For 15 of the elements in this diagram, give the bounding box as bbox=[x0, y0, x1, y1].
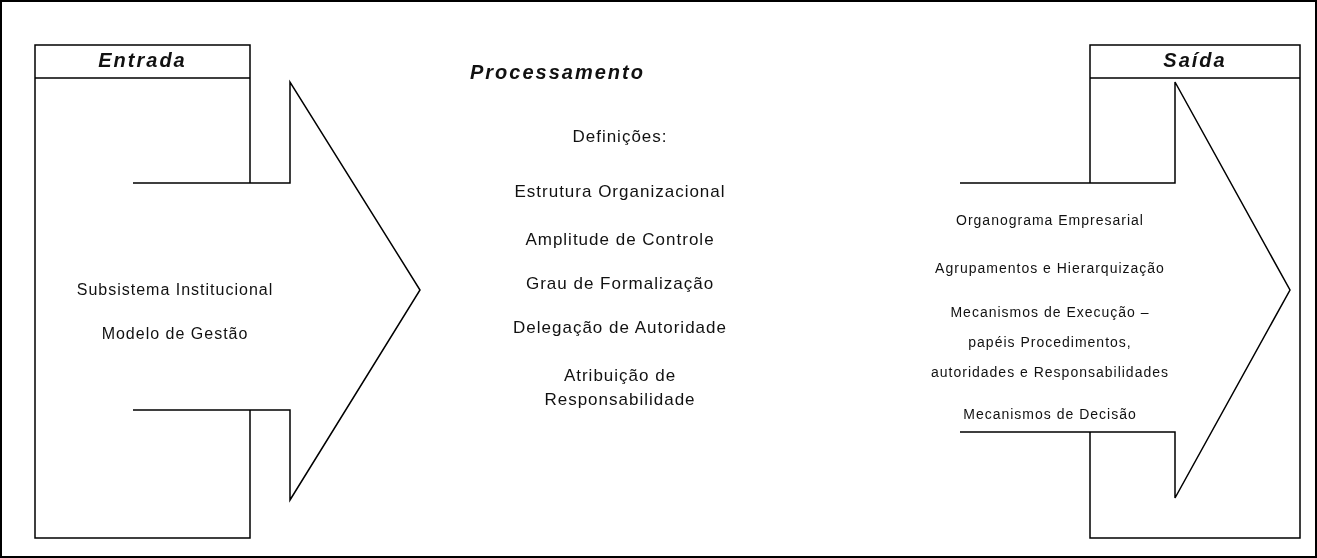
definition-text: Definições: bbox=[571, 126, 669, 148]
panel-heading: Entrada bbox=[97, 49, 188, 72]
definition-text: Grau de Formalização bbox=[524, 273, 716, 295]
item-text: Mecanismos de Execução – papéis Procedimentos, autoridades e Responsabilidades bbox=[929, 303, 1170, 382]
column-heading: Processamento bbox=[470, 60, 646, 84]
definition-text: Estrutura Organizacional bbox=[513, 181, 727, 203]
item-text: Organograma Empresarial bbox=[955, 211, 1145, 230]
definition-text: Delegação de Autoridade bbox=[512, 317, 728, 339]
definition-text: Amplitude de Controle bbox=[524, 229, 716, 251]
item-text: Modelo de Gestão bbox=[100, 324, 250, 344]
panel-heading: Saída bbox=[1162, 49, 1228, 72]
item-text: Mecanismos de Decisão bbox=[962, 405, 1138, 424]
definition-text: Atribuição de Responsabilidade bbox=[543, 365, 697, 411]
item-text: Agrupamentos e Hierarquização bbox=[934, 259, 1166, 278]
item-text: Subsistema Institucional bbox=[75, 280, 275, 300]
